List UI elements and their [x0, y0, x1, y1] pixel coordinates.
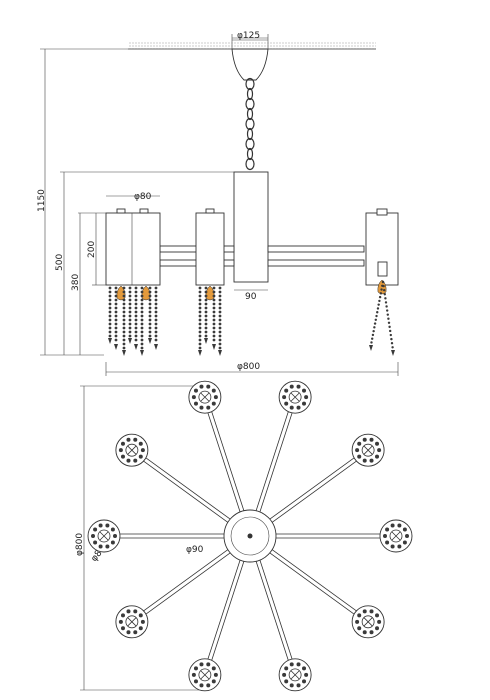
- dim-body-height: 500: [55, 254, 65, 271]
- crystal-strand: [148, 286, 152, 344]
- crystal-strand: [204, 286, 208, 344]
- plan-shade-head: [188, 658, 222, 692]
- plan-heads: [87, 380, 413, 692]
- crystal-strands: [108, 280, 395, 356]
- plan-shade-head: [278, 380, 312, 414]
- chain-link: [245, 137, 255, 151]
- shade-right-open: [365, 208, 399, 286]
- dim-shade-diameter: φ80: [134, 192, 152, 202]
- chain-link: [245, 157, 255, 171]
- crystal-strand: [128, 286, 132, 344]
- side-elevation: φ125 1150 500 380 200 φ80 90 φ800: [37, 31, 399, 376]
- crystal-strand: [108, 286, 112, 344]
- plan-arm: [207, 559, 245, 661]
- chain-link: [246, 107, 254, 121]
- plan-arm: [269, 457, 357, 523]
- chain-link: [246, 127, 254, 141]
- plan-arm: [143, 549, 231, 615]
- plan-arm: [207, 411, 245, 513]
- plan-view: φ800 φ80 φ90: [75, 380, 413, 692]
- crystal-strand: [381, 280, 395, 356]
- canopy: [231, 48, 269, 81]
- crystal-strand: [122, 286, 126, 356]
- plan-shade-head: [351, 433, 385, 467]
- plan-shade-head: [115, 605, 149, 639]
- plan-arm: [269, 549, 357, 615]
- arm-bar-right-lower: [267, 259, 365, 267]
- hub-center: [247, 533, 253, 539]
- dim-plan-diameter: φ800: [75, 533, 85, 556]
- center-column: [233, 171, 269, 283]
- plan-shade-head: [278, 658, 312, 692]
- crystal-strand: [140, 286, 144, 356]
- crystal-strand: [134, 286, 138, 350]
- dim-arm-height: 380: [71, 274, 81, 291]
- ceiling: [128, 42, 376, 49]
- hub-inner: [230, 516, 270, 556]
- crystal-strand: [218, 286, 222, 356]
- crystal-strand: [212, 286, 216, 350]
- chain-link: [246, 147, 254, 161]
- plan-arm: [120, 533, 224, 539]
- dim-hub-diameter: φ90: [186, 545, 204, 555]
- dim-total-height: 1150: [37, 189, 47, 212]
- shade-group-left: [105, 208, 161, 286]
- shade-group-middle: [195, 208, 225, 286]
- plan-arms: [120, 411, 380, 661]
- crystal-strand: [114, 286, 118, 350]
- chain-link: [245, 97, 255, 111]
- chain-link: [246, 87, 254, 101]
- chain: [245, 77, 255, 171]
- horizontal-dimensions: [105, 39, 399, 376]
- vertical-dimensions: [40, 48, 234, 356]
- plan-shade-head: [188, 380, 222, 414]
- plan-shade-head: [87, 519, 121, 553]
- arm-bar-right: [267, 245, 365, 253]
- plan-arm: [143, 457, 231, 523]
- plan-arm: [255, 559, 293, 661]
- crystal-strand: [154, 286, 158, 350]
- chain-link: [245, 117, 255, 131]
- plan-arm: [276, 533, 380, 539]
- plan-shade-head: [351, 605, 385, 639]
- crystal-strand: [198, 286, 202, 356]
- dim-overall-width: φ800: [237, 362, 260, 372]
- plan-shade-head: [379, 519, 413, 553]
- plan-shade-head: [115, 433, 149, 467]
- dim-canopy-diameter: φ125: [237, 31, 260, 41]
- dim-center-width: 90: [245, 292, 257, 302]
- crystal-strand: [369, 280, 385, 351]
- plan-arm: [255, 411, 293, 513]
- dim-shade-height: 200: [87, 241, 97, 258]
- chain-link: [245, 77, 255, 91]
